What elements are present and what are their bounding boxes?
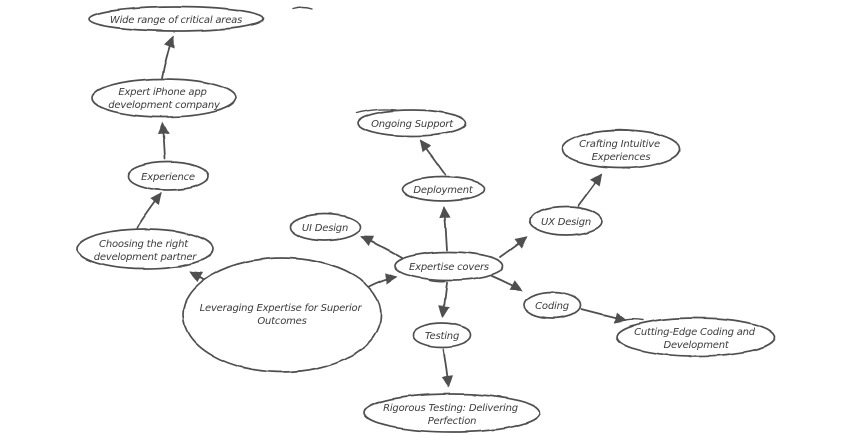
node-shape	[363, 393, 541, 433]
node-wide-range[interactable]: Wide range of critical areas	[88, 6, 264, 32]
node-shape	[182, 257, 382, 373]
node-experience[interactable]: Experience	[127, 161, 209, 191]
node-shape	[357, 109, 467, 137]
node-crafting-experiences[interactable]: Crafting Intuitive Experiences	[561, 129, 681, 169]
node-label: Coding	[535, 301, 569, 312]
sketch-stroke	[619, 318, 644, 322]
node-shape	[394, 251, 504, 281]
edge-expertise-covers-to-testing[interactable]	[438, 281, 450, 319]
edge-leveraging-to-expertise-covers[interactable]	[367, 272, 399, 288]
edge-expertise-covers-to-coding[interactable]	[491, 275, 523, 291]
edge-expertise-covers-to-deployment[interactable]	[439, 205, 451, 251]
node-shape	[412, 322, 472, 348]
node-label: Expertise covers	[409, 262, 489, 273]
node-shape	[76, 228, 214, 270]
sketch-stroke	[292, 6, 313, 10]
node-shape	[88, 6, 264, 32]
edge-ux-design-to-crafting[interactable]	[577, 173, 603, 207]
edge-coding-to-cutting-edge[interactable]	[580, 308, 627, 324]
node-ux-design[interactable]: UX Design	[529, 206, 603, 236]
node-shape	[91, 78, 237, 118]
node-label: UI Design	[302, 223, 348, 234]
sketch-stroke	[355, 108, 397, 114]
edge-layer	[136, 35, 627, 389]
node-label: Leveraging Expertise for Superior Outcom…	[200, 303, 365, 327]
node-label: Expert iPhone app development company	[108, 87, 221, 111]
node-label: Rigorous Testing: Delivering Perfection	[383, 403, 521, 427]
edge-expertise-covers-to-ux-design[interactable]	[499, 236, 528, 258]
edge-experience-to-expert-iphone[interactable]	[157, 121, 170, 160]
node-label: UX Design	[541, 217, 591, 228]
node-label: Deployment	[413, 185, 473, 196]
node-label: Testing	[425, 331, 459, 342]
node-ongoing-support[interactable]: Ongoing Support	[357, 109, 467, 137]
node-shape	[127, 161, 209, 191]
node-shape	[523, 291, 581, 319]
node-shape	[401, 176, 485, 202]
node-rigorous-testing[interactable]: Rigorous Testing: Delivering Perfection	[363, 393, 541, 433]
node-shape	[616, 317, 776, 357]
edge-choosing-partner-to-experience[interactable]	[136, 192, 163, 229]
edge-expert-iphone-to-wide-range[interactable]	[161, 35, 175, 79]
sketch-stroke	[428, 279, 446, 283]
node-ui-design[interactable]: UI Design	[289, 213, 361, 241]
node-coding[interactable]: Coding	[523, 291, 581, 319]
node-expert-iphone[interactable]: Expert iPhone app development company	[91, 78, 237, 118]
node-deployment[interactable]: Deployment	[401, 176, 485, 202]
node-label: Crafting Intuitive Experiences	[579, 139, 663, 163]
sketch-detail-layer	[292, 6, 644, 322]
node-label: Wide range of critical areas	[110, 15, 242, 26]
node-leveraging-outcomes[interactable]: Leveraging Expertise for Superior Outcom…	[182, 257, 382, 373]
node-label: Ongoing Support	[371, 119, 454, 130]
node-expertise-covers[interactable]: Expertise covers	[394, 251, 504, 281]
edge-deployment-to-ongoing-support[interactable]	[419, 139, 447, 176]
edge-expertise-covers-to-ui-design[interactable]	[360, 236, 405, 260]
node-label: Choosing the right development partner	[94, 239, 198, 263]
node-testing[interactable]: Testing	[412, 322, 472, 348]
node-choosing-partner[interactable]: Choosing the right development partner	[76, 228, 214, 270]
node-label: Cutting-Edge Coding and Development	[634, 327, 758, 351]
node-label: Experience	[141, 172, 195, 183]
node-shape	[289, 213, 361, 241]
sketch-stroke	[604, 128, 635, 132]
edge-testing-to-rigorous-testing[interactable]	[441, 348, 453, 389]
node-layer: Wide range of critical areas Expert iPho…	[76, 6, 776, 433]
node-shape	[529, 206, 603, 236]
node-cutting-edge[interactable]: Cutting-Edge Coding and Development	[616, 317, 776, 357]
